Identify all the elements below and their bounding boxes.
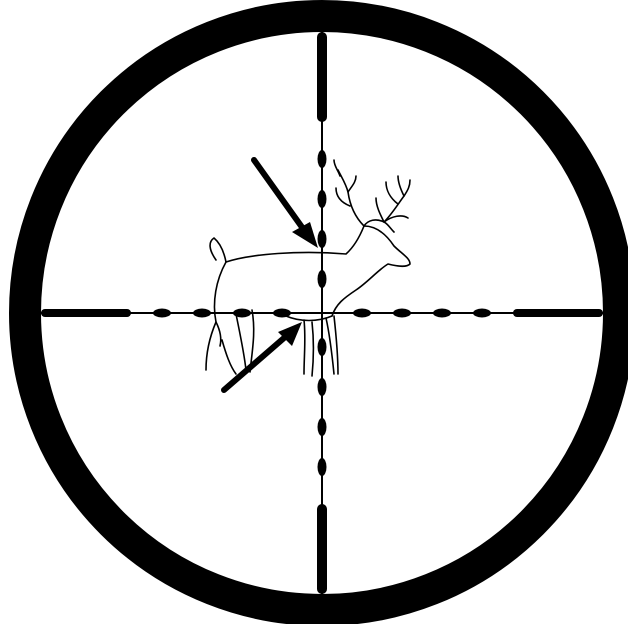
- mil-dot-bottom: [318, 458, 327, 476]
- mil-dot-left: [193, 309, 211, 318]
- mil-dot-right: [393, 309, 411, 318]
- left-post: [41, 309, 131, 317]
- bottom-post: [317, 504, 327, 594]
- mil-dot-bottom: [318, 418, 327, 436]
- mil-dot-top: [318, 190, 327, 208]
- mil-dot-bottom: [318, 338, 327, 356]
- mil-dot-top: [318, 150, 327, 168]
- mil-dot-bottom: [318, 378, 327, 396]
- crosshair: [41, 32, 603, 594]
- right-post: [513, 309, 603, 317]
- mil-dot-right: [353, 309, 371, 318]
- lower-arrow-pointer: [224, 322, 302, 390]
- deer-outline: [206, 160, 410, 376]
- top-post: [317, 32, 327, 122]
- mil-dot-top: [318, 270, 327, 288]
- mil-dot-top: [318, 230, 327, 248]
- mil-dot-left: [273, 309, 291, 318]
- mil-dot-right: [433, 309, 451, 318]
- upper-arrow-pointer: [254, 160, 318, 248]
- mil-dot-right: [473, 309, 491, 318]
- mil-dot-left: [153, 309, 171, 318]
- mil-dot-left: [233, 309, 251, 318]
